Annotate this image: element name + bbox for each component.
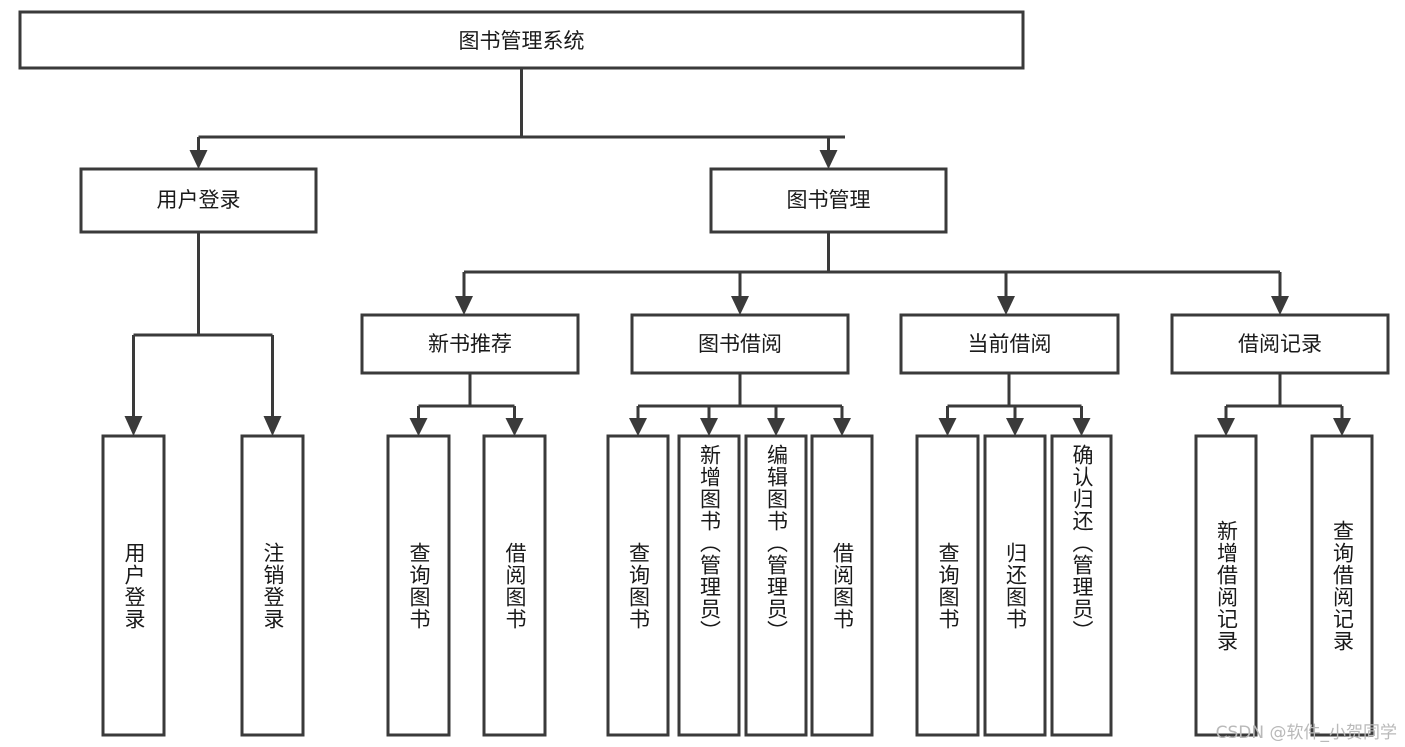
connector-group-book-manage-to-level3 bbox=[455, 232, 1289, 315]
node-leaf-query-borrow-record-rect[interactable] bbox=[1310, 434, 1374, 737]
node-borrow-record-label: 借阅记录 bbox=[1238, 332, 1322, 356]
node-new-book-rec-rect[interactable] bbox=[360, 313, 580, 375]
node-leaf-return-book-rect[interactable] bbox=[983, 434, 1047, 737]
node-user-login-label: 用户登录 bbox=[157, 188, 241, 212]
arrow-head-user-login bbox=[189, 150, 208, 169]
arrow-head-leaf-query-borrow-record bbox=[1333, 418, 1351, 436]
arrow-head-leaf-query-book-cur bbox=[938, 418, 957, 436]
connector-group-user-login-to-leaves bbox=[124, 232, 282, 436]
arrow-head-book-borrow bbox=[731, 296, 749, 315]
arrow-head-leaf-user-logout bbox=[263, 416, 282, 436]
arrow-head-leaf-borrow-book-rec bbox=[505, 418, 524, 436]
node-user-login[interactable]: 用户登录 bbox=[79, 167, 318, 234]
connector-group-borrow-record-to-leaves bbox=[1217, 373, 1351, 436]
csdn-watermark: CSDN @软件_小贺同学 bbox=[1215, 723, 1397, 743]
node-borrow-record-rect[interactable] bbox=[1170, 313, 1390, 375]
node-leaf-query-book-rect[interactable] bbox=[606, 434, 670, 737]
node-leaf-add-book-admin-rect[interactable] bbox=[677, 434, 741, 737]
node-root-label: 图书管理系统 bbox=[459, 29, 585, 53]
arrow-head-leaf-add-borrow-record bbox=[1217, 418, 1235, 436]
node-new-book-rec[interactable]: 新书推荐 bbox=[360, 313, 580, 375]
node-leaf-borrow-book-rect[interactable] bbox=[810, 434, 874, 737]
node-leaf-confirm-return-admin-rect[interactable] bbox=[1050, 434, 1113, 737]
arrow-head-book-manage bbox=[819, 150, 838, 169]
node-current-borrow-rect[interactable] bbox=[899, 313, 1120, 375]
node-leaf-borrow-book-rec-rect[interactable] bbox=[482, 434, 547, 737]
node-leaf-edit-book-admin-rect[interactable] bbox=[744, 434, 808, 737]
node-leaf-query-book-rec-rect[interactable] bbox=[386, 434, 451, 737]
arrow-head-leaf-add-book-admin bbox=[700, 418, 718, 436]
arrow-head-leaf-edit-book-admin bbox=[767, 418, 785, 436]
arrow-head-leaf-confirm-return-admin bbox=[1072, 418, 1091, 436]
node-leaf-user-login-rect[interactable] bbox=[101, 434, 166, 737]
node-root[interactable]: 图书管理系统 bbox=[18, 10, 1025, 70]
node-leaf-query-book-cur-rect[interactable] bbox=[915, 434, 980, 737]
arrow-head-new-book-rec bbox=[455, 296, 473, 315]
arrow-head-leaf-query-book-rec bbox=[409, 418, 428, 436]
node-book-manage-label: 图书管理 bbox=[787, 188, 871, 212]
node-root-rect[interactable] bbox=[18, 10, 1025, 70]
node-book-manage[interactable]: 图书管理 bbox=[709, 167, 948, 234]
node-book-borrow-label: 图书借阅 bbox=[698, 332, 782, 356]
connector-group-root-to-level2 bbox=[189, 68, 845, 169]
arrow-head-borrow-record bbox=[1271, 296, 1289, 315]
node-current-borrow-label: 当前借阅 bbox=[968, 332, 1052, 356]
node-book-borrow[interactable]: 图书借阅 bbox=[630, 313, 850, 375]
node-user-login-rect[interactable] bbox=[79, 167, 318, 234]
arrow-head-leaf-user-login bbox=[124, 416, 143, 436]
node-book-manage-rect[interactable] bbox=[709, 167, 948, 234]
node-leaf-user-logout-rect[interactable] bbox=[240, 434, 305, 737]
arrow-head-leaf-query-book bbox=[629, 418, 647, 436]
node-leaf-add-borrow-record-rect[interactable] bbox=[1194, 434, 1258, 737]
arrow-head-leaf-borrow-book bbox=[833, 418, 851, 436]
connector-group-new-book-rec-to-leaves bbox=[409, 373, 524, 436]
node-book-borrow-rect[interactable] bbox=[630, 313, 850, 375]
node-borrow-record[interactable]: 借阅记录 bbox=[1170, 313, 1390, 375]
connector-group-book-borrow-to-leaves bbox=[629, 373, 851, 436]
node-new-book-rec-label: 新书推荐 bbox=[428, 332, 512, 356]
node-current-borrow[interactable]: 当前借阅 bbox=[899, 313, 1120, 375]
arrow-head-current-borrow bbox=[997, 296, 1015, 315]
connector-group-current-borrow-to-leaves bbox=[938, 373, 1091, 436]
arrow-head-leaf-return-book bbox=[1006, 418, 1024, 436]
